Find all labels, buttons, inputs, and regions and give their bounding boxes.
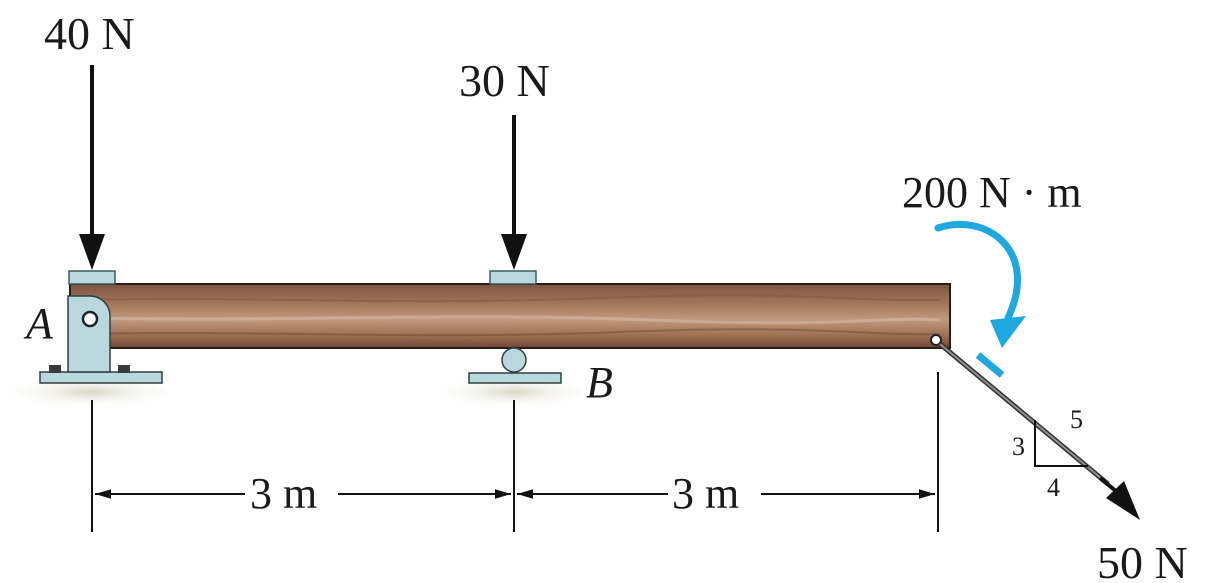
ground-a	[12, 378, 168, 406]
slope-vertical: 3	[1012, 432, 1025, 461]
slope-horizontal: 4	[1047, 473, 1060, 502]
slope-triangle	[1034, 420, 1088, 467]
force-arrow-mid	[501, 115, 527, 270]
dimension-label-2: 3 m	[672, 469, 739, 518]
moment-label: 200 N · m	[902, 168, 1082, 217]
force-label-a: 40 N	[44, 8, 135, 59]
plate-mid	[489, 270, 537, 285]
roller	[501, 347, 527, 373]
cable-force-label: 50 N	[1097, 537, 1188, 583]
support-label-b: B	[586, 358, 613, 407]
force-arrow-a	[79, 65, 105, 270]
ground-b	[444, 378, 584, 406]
moment-arrow	[934, 220, 1026, 348]
slope-hypotenuse: 5	[1070, 405, 1083, 434]
dimension-label-1: 3 m	[250, 469, 317, 518]
support-label-a: A	[23, 299, 54, 348]
plate-a	[68, 270, 116, 285]
cable-force-arrow	[930, 334, 1140, 520]
beam	[69, 283, 951, 349]
pin	[81, 310, 99, 328]
force-label-mid: 30 N	[459, 55, 550, 106]
roller-support-b	[468, 347, 562, 384]
pin-support-a	[39, 295, 163, 384]
